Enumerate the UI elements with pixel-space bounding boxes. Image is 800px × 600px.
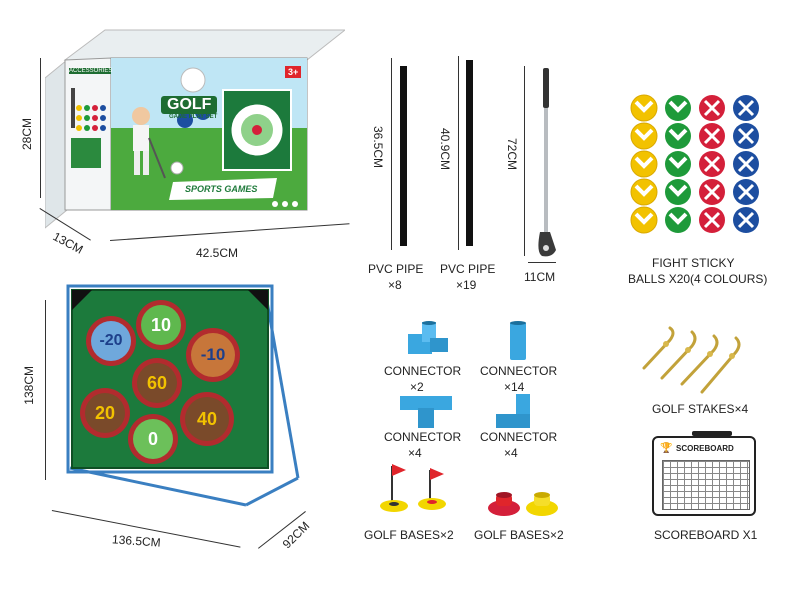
golf-club-length: 72CM bbox=[505, 138, 519, 171]
golf-bases-flags-illustration bbox=[380, 464, 446, 512]
pvc-pipe-short-label: PVC PIPE bbox=[368, 262, 424, 276]
box-height-line bbox=[40, 58, 41, 198]
connector-elbow-illustration bbox=[496, 394, 530, 428]
pvc-pipe-long-label: PVC PIPE bbox=[440, 262, 496, 276]
connector-3way bbox=[404, 320, 452, 360]
target-hole-60: 60 bbox=[132, 358, 182, 408]
target-hole-minus20: -20 bbox=[86, 316, 136, 366]
box-height-dim: 28CM bbox=[20, 118, 34, 151]
golf-stakes-illustration bbox=[642, 326, 741, 394]
scoreboard-title: SCOREBOARD bbox=[676, 444, 734, 453]
target-height-line bbox=[45, 300, 46, 480]
pvc-pipe-short-qty: ×8 bbox=[388, 278, 402, 292]
pipe-long-guide bbox=[458, 56, 459, 250]
golf-bases-cups-illustration bbox=[488, 492, 558, 516]
connector-straight-illustration bbox=[510, 321, 526, 360]
box-width-dim: 42.5CM bbox=[196, 246, 239, 260]
target-score: 0 bbox=[147, 428, 158, 449]
product-box: ACCESSORIES GOLF GAME PLAY SET 3+ SPORTS… bbox=[44, 28, 347, 243]
target-hole-20: 20 bbox=[80, 388, 130, 438]
pipe-long-length: 40.9CM bbox=[438, 128, 452, 171]
box-subtitle: GAME PLAY SET bbox=[169, 114, 218, 120]
club-head-guide bbox=[528, 262, 556, 263]
box-brand: GOLF bbox=[161, 96, 218, 114]
connector-elbow-qty: ×4 bbox=[504, 446, 518, 460]
scoreboard: 🏆 SCOREBOARD bbox=[652, 431, 756, 516]
pvc-pipe-long-qty: ×19 bbox=[456, 278, 477, 292]
target-hole-minus10: -10 bbox=[186, 328, 240, 382]
target-width-dim: 136.5CM bbox=[111, 532, 162, 550]
connector-tee-qty: ×4 bbox=[408, 446, 422, 460]
connector-3way-label: CONNECTOR bbox=[384, 364, 462, 378]
target-score: -10 bbox=[200, 345, 226, 364]
scoreboard-label: SCOREBOARD X1 bbox=[654, 528, 758, 542]
target-height-dim: 138CM bbox=[22, 366, 36, 405]
golf-bases-flags bbox=[378, 460, 458, 520]
pvc-pipe-long bbox=[466, 60, 473, 246]
golf-bases-cups bbox=[484, 486, 564, 522]
target-hole-10: 10 bbox=[136, 300, 186, 350]
connector-tee-illustration bbox=[400, 396, 452, 428]
sticky-balls-label-line2: BALLS X20(4 COLOURS) bbox=[628, 272, 768, 286]
target-depth-dim: 92CM bbox=[279, 518, 313, 552]
sticky-balls-illustration bbox=[629, 93, 761, 235]
golf-stakes bbox=[636, 322, 756, 394]
club-guide bbox=[524, 66, 525, 256]
connector-3way-qty: ×2 bbox=[410, 380, 424, 394]
golf-bases-cups-label: GOLF BASES×2 bbox=[474, 528, 564, 542]
connector-elbow bbox=[494, 392, 534, 430]
golf-stakes-label: GOLF STAKES×4 bbox=[652, 402, 749, 416]
target-score: 20 bbox=[94, 402, 116, 423]
product-box-illustration bbox=[44, 29, 347, 230]
sticky-balls-grid bbox=[628, 92, 768, 242]
connector-tee bbox=[398, 394, 454, 430]
pipe-short-length: 36.5CM bbox=[371, 126, 385, 169]
target-score: -20 bbox=[99, 332, 123, 349]
target-score: 10 bbox=[150, 314, 172, 335]
connector-straight-label: CONNECTOR bbox=[480, 364, 558, 378]
trophy-icon: 🏆 bbox=[660, 443, 673, 454]
target-score: 60 bbox=[146, 372, 168, 393]
golf-club-head-size: 11CM bbox=[524, 270, 556, 284]
pipe-short-guide bbox=[391, 58, 392, 250]
connector-3way-illustration bbox=[408, 321, 448, 354]
target-net: -20 10 -10 60 20 0 40 bbox=[60, 280, 310, 515]
golf-club-illustration bbox=[538, 68, 556, 257]
scoreboard-grid bbox=[662, 460, 750, 510]
connector-tee-label: CONNECTOR bbox=[384, 430, 462, 444]
connector-straight-qty: ×14 bbox=[504, 380, 525, 394]
target-hole-0: 0 bbox=[128, 414, 178, 464]
sticky-balls-label-line1: FIGHT STICKY bbox=[652, 256, 735, 270]
box-age-badge: 3+ bbox=[285, 66, 302, 78]
scoreboard-marker-icon bbox=[692, 431, 732, 436]
golf-bases-flags-label: GOLF BASES×2 bbox=[364, 528, 454, 542]
golf-club bbox=[530, 64, 570, 264]
target-hole-40: 40 bbox=[180, 392, 234, 446]
box-side-label: ACCESSORIES bbox=[69, 68, 113, 74]
pvc-pipe-short bbox=[400, 66, 407, 246]
target-score: 40 bbox=[196, 408, 218, 429]
connector-straight bbox=[506, 320, 530, 362]
box-banner: SPORTS GAMES bbox=[185, 184, 258, 194]
connector-elbow-label: CONNECTOR bbox=[480, 430, 558, 444]
